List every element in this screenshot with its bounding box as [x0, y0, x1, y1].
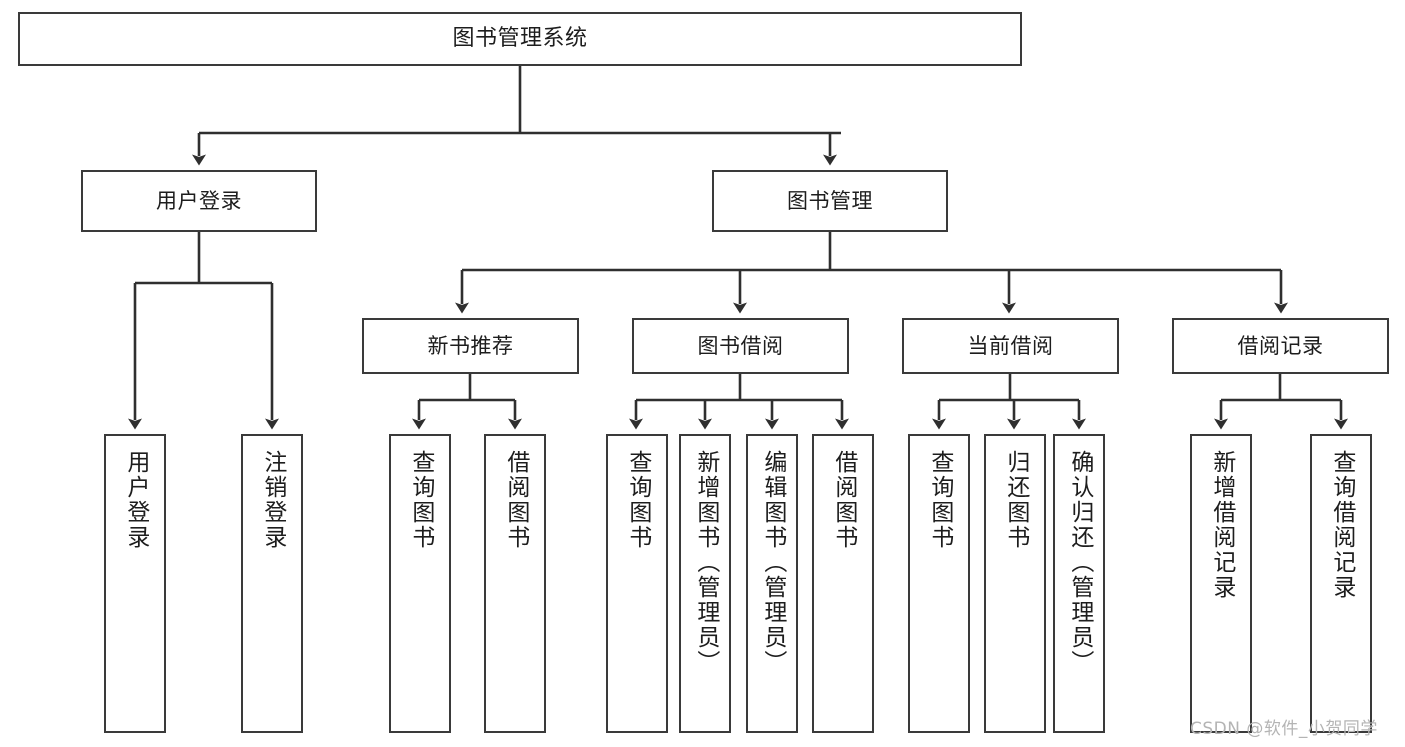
- node-leaf-borrow-book-1-label: 借阅图书: [502, 450, 529, 550]
- node-borrow-record-label: 借阅记录: [1237, 333, 1324, 358]
- node-leaf-return-book[interactable]: 归还图书: [984, 434, 1046, 733]
- node-leaf-query-book-3[interactable]: 查询图书: [908, 434, 970, 733]
- node-book-borrow[interactable]: 图书借阅: [632, 318, 849, 374]
- node-leaf-borrow-book-2[interactable]: 借阅图书: [812, 434, 874, 733]
- node-leaf-user-logout[interactable]: 注销登录: [241, 434, 303, 733]
- node-borrow-record[interactable]: 借阅记录: [1172, 318, 1389, 374]
- node-leaf-query-book-2[interactable]: 查询图书: [606, 434, 668, 733]
- node-leaf-query-book-2-label: 查询图书: [624, 450, 651, 550]
- node-leaf-edit-book-label: 编辑图书（管理员）: [759, 450, 786, 675]
- node-leaf-query-book-3-label: 查询图书: [926, 450, 953, 550]
- node-leaf-query-record[interactable]: 查询借阅记录: [1310, 434, 1372, 733]
- node-leaf-query-record-label: 查询借阅记录: [1328, 450, 1355, 600]
- node-user-login[interactable]: 用户登录: [81, 170, 317, 232]
- node-leaf-add-record[interactable]: 新增借阅记录: [1190, 434, 1252, 733]
- csdn-watermark: CSDN @软件_小贺同学: [1190, 719, 1378, 739]
- node-leaf-query-book-1[interactable]: 查询图书: [389, 434, 451, 733]
- node-leaf-user-login-label: 用户登录: [122, 450, 149, 550]
- node-leaf-user-logout-label: 注销登录: [259, 450, 286, 550]
- node-leaf-confirm-return-label: 确认归还（管理员）: [1066, 450, 1093, 675]
- node-current-borrow-label: 当前借阅: [967, 333, 1054, 358]
- node-current-borrow[interactable]: 当前借阅: [902, 318, 1119, 374]
- node-root-label: 图书管理系统: [452, 26, 588, 51]
- node-book-manage-label: 图书管理: [787, 188, 873, 213]
- node-book-manage[interactable]: 图书管理: [712, 170, 948, 232]
- node-user-login-label: 用户登录: [156, 188, 242, 213]
- node-leaf-query-book-1-label: 查询图书: [407, 450, 434, 550]
- node-book-borrow-label: 图书借阅: [697, 333, 784, 358]
- node-new-book-rec-label: 新书推荐: [427, 333, 514, 358]
- node-leaf-user-login[interactable]: 用户登录: [104, 434, 166, 733]
- node-leaf-confirm-return[interactable]: 确认归还（管理员）: [1053, 434, 1105, 733]
- node-root-system[interactable]: 图书管理系统: [18, 12, 1022, 66]
- node-leaf-borrow-book-2-label: 借阅图书: [830, 450, 857, 550]
- node-leaf-add-record-label: 新增借阅记录: [1208, 450, 1235, 600]
- node-leaf-add-book-label: 新增图书（管理员）: [692, 450, 719, 675]
- node-leaf-add-book[interactable]: 新增图书（管理员）: [679, 434, 731, 733]
- node-leaf-borrow-book-1[interactable]: 借阅图书: [484, 434, 546, 733]
- node-leaf-return-book-label: 归还图书: [1002, 450, 1029, 550]
- node-new-book-rec[interactable]: 新书推荐: [362, 318, 579, 374]
- node-leaf-edit-book[interactable]: 编辑图书（管理员）: [746, 434, 798, 733]
